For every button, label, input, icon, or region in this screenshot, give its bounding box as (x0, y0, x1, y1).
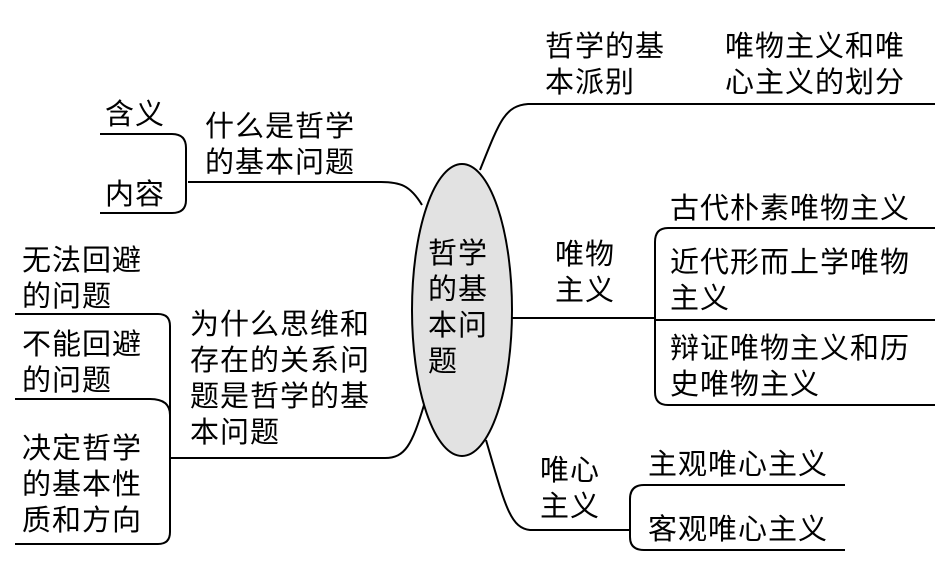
idealism-bracket (629, 484, 845, 551)
label-line: 质和方向 (22, 503, 143, 537)
top-branch-label: 哲学的基本派别 (545, 28, 665, 100)
what-branch-connector (188, 181, 423, 206)
label-line: 辩证唯物主义和历 (670, 331, 911, 365)
why-child: 决定哲学的基本性质和方向 (22, 430, 142, 538)
center-topic: 哲学的基本问题 (428, 235, 488, 379)
materialism-child: 古代朴素唯物主义 (670, 190, 910, 226)
center-line: 的基 (428, 272, 489, 306)
label-line: 存在的关系问 (190, 343, 371, 377)
label-line: 决定哲学 (22, 431, 143, 465)
label-line: 不能回避 (22, 327, 143, 361)
materialism-bracket (654, 227, 935, 406)
label-line: 近代形而上学唯物 (670, 245, 911, 279)
label-line: 题是哲学的基 (190, 379, 371, 413)
label-line: 史唯物主义 (670, 367, 821, 401)
what-child: 含义 (105, 97, 166, 131)
why-child: 不能回避的问题 (22, 326, 142, 398)
label-line: 主义 (540, 489, 601, 523)
label-line: 的问题 (22, 279, 113, 313)
center-line: 本问 (428, 308, 489, 342)
label-line: 心主义的划分 (725, 65, 906, 99)
label-line: 什么是哲学 (205, 109, 356, 143)
label-line: 本问题 (190, 415, 281, 449)
label-line: 哲学的基 (545, 29, 666, 63)
what-bracket (100, 133, 187, 214)
what-child: 内容 (105, 177, 166, 211)
center-line: 哲学 (428, 236, 489, 270)
label-line: 唯物主义和唯 (725, 29, 906, 63)
label-line: 的基本问题 (205, 145, 356, 179)
idealism-child: 主观唯心主义 (648, 447, 829, 481)
label-line: 本派别 (545, 65, 636, 99)
idealism-connector (485, 439, 630, 531)
label-line: 唯心 (540, 453, 601, 487)
idealism-child: 客观唯心主义 (648, 512, 829, 546)
center-line: 题 (428, 344, 459, 378)
label-line: 古代朴素唯物主义 (670, 191, 911, 225)
why-branch-connector (170, 404, 425, 459)
why-branch-label: 为什么思维和存在的关系问题是哲学的基本问题 (190, 306, 370, 450)
top-branch-connector (479, 103, 935, 171)
label-line: 唯物 (555, 237, 616, 271)
label-line: 无法回避 (22, 243, 143, 277)
top-branch-detail: 唯物主义和唯心主义的划分 (725, 28, 905, 100)
materialism-child: 辩证唯物主义和历史唯物主义 (670, 330, 910, 402)
center-ellipse (411, 163, 513, 457)
label-line: 为什么思维和 (190, 307, 371, 341)
materialism-child: 近代形而上学唯物主义 (670, 244, 910, 316)
idealism-label: 唯心主义 (540, 452, 600, 524)
label-line: 的问题 (22, 363, 113, 397)
why-child: 无法回避的问题 (22, 242, 142, 314)
label-line: 主义 (555, 273, 616, 307)
label-line: 主义 (670, 281, 731, 315)
label-line: 的基本性 (22, 467, 143, 501)
why-bracket (15, 313, 171, 545)
materialism-label: 唯物主义 (555, 236, 615, 308)
what-branch-label: 什么是哲学的基本问题 (205, 108, 355, 180)
